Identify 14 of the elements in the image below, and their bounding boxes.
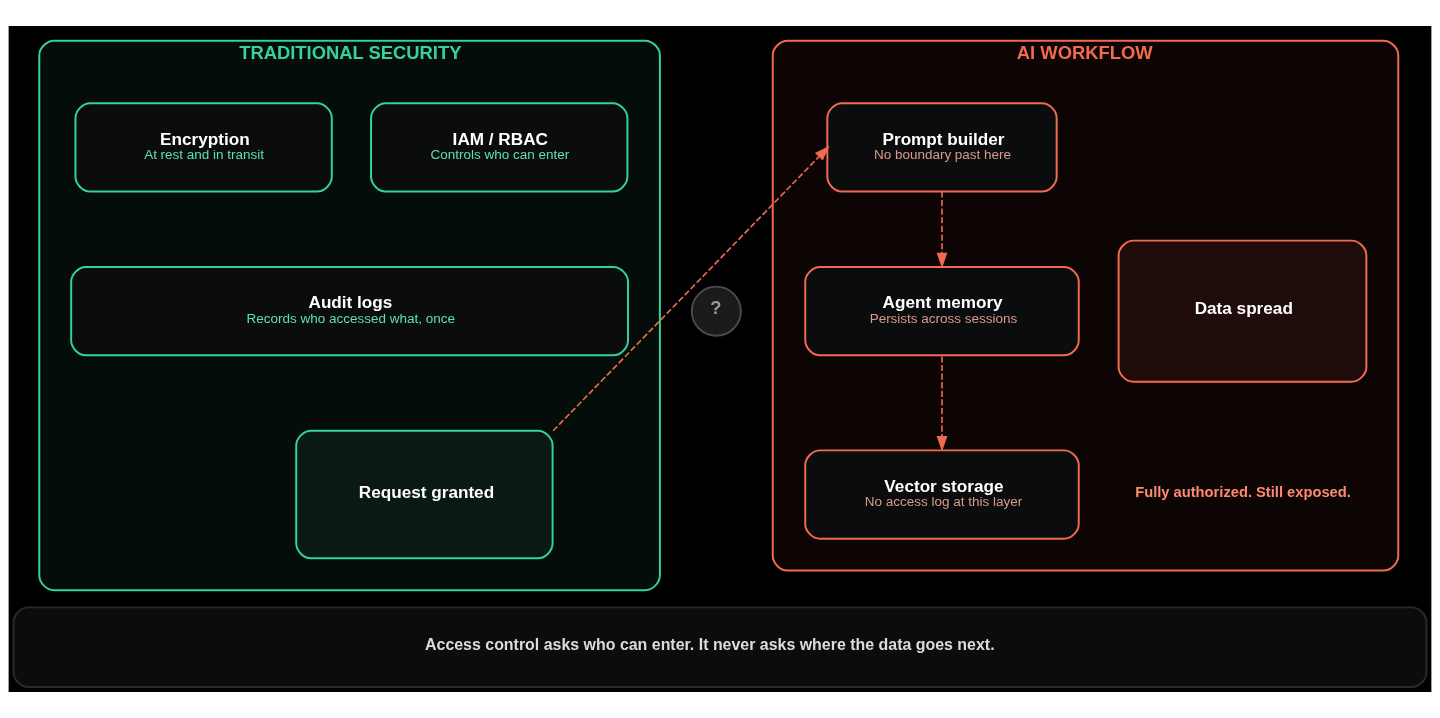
node-box: Data spread [1117,239,1368,383]
node-box: Access control asks who can enter. It never asks where the data goes next. [12,606,1428,689]
arrow [936,190,948,269]
label: Fully authorized. Still exposed. [1135,484,1351,501]
node-box: Agent memory Persists across sessions [804,266,1080,357]
node-box: Request granted [295,429,554,560]
node-box: Audit logs Records who accessed what, once [70,266,629,357]
node-box: Vector storage No access log at this layer [804,449,1080,540]
arrow [552,145,830,432]
node-circle: ? [690,285,742,337]
arrow [936,355,948,452]
node-box: Prompt builder No boundary past here [826,102,1058,193]
node-box: IAM / RBAC Controls who can enter [370,102,629,193]
node-box: Encryption At rest and in transit [74,102,333,193]
